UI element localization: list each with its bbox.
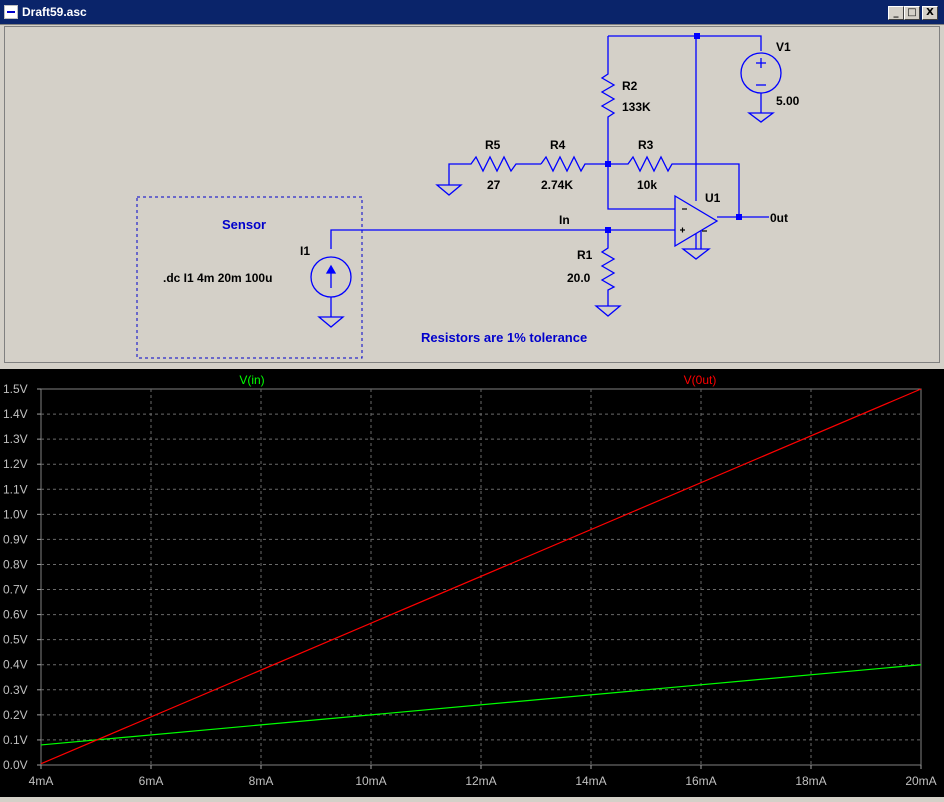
y-tick-label: 1.3V	[3, 432, 28, 446]
window-title: Draft59.asc	[22, 5, 87, 19]
y-tick-label: 0.6V	[3, 608, 28, 622]
plot-series	[40, 388, 922, 765]
u1-name: U1	[705, 191, 721, 205]
plot-legend: V(in) V(0ut)	[239, 373, 716, 387]
out-net-label: 0ut	[770, 211, 788, 225]
dc-directive: .dc I1 4m 20m 100u	[163, 271, 272, 285]
x-tick-label: 10mA	[355, 774, 386, 788]
sensor-label: Sensor	[222, 217, 266, 232]
waveform-plot-pane[interactable]: 4mA 6mA 8mA 10mA 12mA 14mA 16mA 18mA 20mA 0.0V 0.1…	[0, 369, 944, 797]
r2-value: 133K	[622, 100, 651, 114]
y-tick-label: 1.2V	[3, 457, 28, 471]
i1-name: I1	[300, 244, 310, 258]
legend-entry-2: V(0ut)	[684, 373, 717, 387]
y-tick-label: 0.1V	[3, 733, 28, 747]
close-button[interactable]: X	[922, 6, 938, 20]
r5-ground	[435, 184, 463, 196]
r1-resistor	[600, 230, 616, 306]
r3-resistor	[608, 155, 740, 217]
v1-value: 5.00	[776, 94, 800, 108]
inverting-wire	[607, 164, 675, 210]
y-tick-label: 1.0V	[3, 507, 28, 521]
schematic-window-icon	[4, 5, 18, 19]
x-tick-label: 6mA	[139, 774, 164, 788]
y-tick-label: 1.1V	[3, 482, 28, 496]
r3-name: R3	[638, 138, 654, 152]
u1-ground	[681, 248, 711, 260]
r2-name: R2	[622, 79, 638, 93]
y-tick-label: 0.8V	[3, 557, 28, 571]
x-tick-label: 12mA	[465, 774, 496, 788]
x-tick-label: 16mA	[685, 774, 716, 788]
r4-value: 2.74K	[541, 178, 573, 192]
tolerance-note: Resistors are 1% tolerance	[421, 330, 587, 345]
r5-resistor	[464, 155, 541, 173]
r3-value: 10k	[637, 178, 657, 192]
y-tick-label: 0.7V	[3, 583, 28, 597]
r4-name: R4	[550, 138, 566, 152]
y-tick-label: 0.0V	[3, 758, 28, 772]
x-tick-label: 20mA	[905, 774, 936, 788]
waveform-plot[interactable]: 4mA 6mA 8mA 10mA 12mA 14mA 16mA 18mA 20mA 0.0V 0.1…	[0, 369, 944, 797]
r5-ground-wire	[448, 163, 464, 185]
v1-name: V1	[776, 40, 791, 54]
legend-entry-1: V(in)	[239, 373, 264, 387]
y-tick-label: 1.4V	[3, 407, 28, 421]
junction-dot	[694, 33, 700, 39]
sensor-box	[136, 196, 363, 359]
y-tick-label: 0.5V	[3, 633, 28, 647]
junction-dot	[605, 161, 611, 167]
r5-value: 27	[487, 178, 501, 192]
x-tick-label: 4mA	[29, 774, 54, 788]
r1-name: R1	[577, 248, 593, 262]
r1-value: 20.0	[567, 271, 591, 285]
schematic-pane[interactable]: V1 5.00 R2 133K R5 27 R4 2.74K R3 10k U1…	[4, 26, 940, 363]
plot-ticks: 4mA 6mA 8mA 10mA 12mA 14mA 16mA 18mA 20mA 0.0V 0.1…	[3, 382, 937, 788]
r2-resistor	[600, 66, 616, 163]
plot-grid	[40, 388, 922, 766]
y-tick-label: 0.4V	[3, 658, 28, 672]
minimize-button[interactable]: _	[888, 6, 904, 20]
wire-top	[608, 35, 762, 51]
r5-name: R5	[485, 138, 501, 152]
y-tick-label: 1.5V	[3, 382, 28, 396]
r4-resistor	[540, 155, 608, 173]
schematic-canvas[interactable]: V1 5.00 R2 133K R5 27 R4 2.74K R3 10k U1…	[5, 27, 941, 364]
y-tick-label: 0.9V	[3, 532, 28, 546]
restore-button[interactable]: □	[904, 6, 920, 20]
x-tick-label: 8mA	[249, 774, 274, 788]
x-tick-label: 18mA	[795, 774, 826, 788]
y-tick-label: 0.2V	[3, 708, 28, 722]
v1-ground	[747, 112, 775, 123]
y-tick-label: 0.3V	[3, 683, 28, 697]
i1-ground	[317, 316, 345, 328]
in-wire	[330, 229, 675, 249]
junction-dot	[605, 227, 611, 233]
x-tick-label: 14mA	[575, 774, 606, 788]
junction-dot	[736, 214, 742, 220]
series-line-2	[40, 388, 922, 765]
r1-ground	[594, 305, 622, 317]
title-bar: Draft59.asc _ □ X	[0, 0, 944, 25]
series-line-1	[40, 664, 922, 746]
pane-splitter[interactable]	[0, 363, 944, 369]
in-net-label: In	[559, 213, 570, 227]
